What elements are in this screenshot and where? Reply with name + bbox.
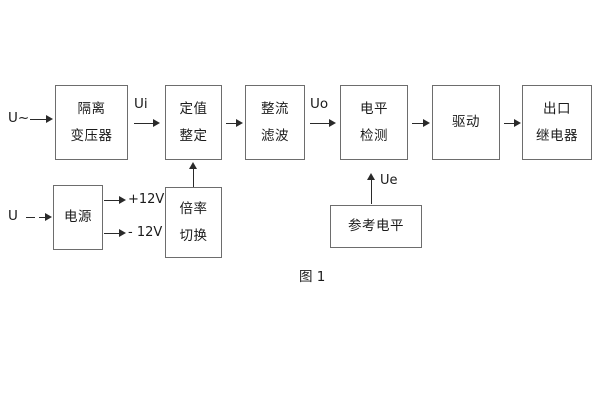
input-label-u-dc: U	[8, 208, 18, 224]
block-line: 电平	[360, 100, 388, 117]
block-line: 出口	[543, 100, 571, 117]
block-line: 电源	[64, 209, 92, 226]
connector-setting-to-rectify	[226, 123, 238, 124]
connector-reference-to-level	[371, 180, 372, 204]
block-setting-value: 定值 整定	[165, 85, 222, 160]
connector-u-dc-dash	[26, 217, 35, 218]
block-line: 变压器	[70, 128, 113, 144]
arrowhead-power-negative	[119, 229, 126, 237]
block-line: 参考电平	[348, 218, 404, 235]
block-reference-level: 参考电平	[330, 205, 422, 248]
figure-caption: 图 1	[299, 269, 326, 285]
block-level-detection: 电平 检测	[340, 85, 408, 160]
arrowhead-level-to-drive	[423, 119, 430, 127]
arrowhead-u-ac-to-isolation	[46, 115, 53, 123]
label-supply-negative: - 12V	[128, 225, 163, 240]
block-output-relay: 出口 继电器	[522, 85, 592, 160]
arrowhead-power-positive	[119, 196, 126, 204]
signal-label-uo: Uo	[310, 96, 329, 112]
block-line: 驱动	[452, 114, 480, 131]
connector-power-positive	[104, 200, 120, 201]
arrowhead-multiplier-to-setting	[189, 162, 197, 169]
block-line: 检测	[360, 128, 388, 144]
arrowhead-isolation-to-setting	[153, 119, 160, 127]
arrowhead-reference-to-level	[367, 173, 375, 180]
block-line: 隔离	[77, 100, 106, 117]
connector-power-negative	[104, 233, 120, 234]
arrowhead-setting-to-rectify	[236, 119, 243, 127]
block-isolation-transformer: 隔离 变压器	[55, 85, 128, 160]
input-label-u-ac: U~	[8, 110, 30, 126]
arrowhead-drive-to-relay	[514, 119, 521, 127]
signal-label-ui: Ui	[134, 96, 148, 112]
arrowhead-rectify-to-level	[329, 119, 336, 127]
signal-label-ue: Ue	[380, 173, 398, 188]
block-power-supply: 电源	[53, 185, 103, 250]
connector-drive-to-relay	[504, 123, 517, 124]
block-line: 继电器	[536, 128, 578, 144]
block-rectify-filter: 整流 滤波	[245, 85, 305, 160]
block-line: 倍率	[179, 200, 208, 217]
arrowhead-u-dc-to-power	[45, 213, 52, 221]
block-line: 整流	[261, 100, 289, 117]
block-drive: 驱动	[432, 85, 500, 160]
connector-rectify-to-level	[310, 123, 330, 124]
block-line: 切换	[179, 228, 208, 244]
connector-u-dc-to-power	[39, 217, 46, 218]
block-line: 滤波	[261, 128, 289, 144]
connector-multiplier-to-setting	[193, 169, 194, 187]
connector-isolation-to-setting	[134, 123, 154, 124]
connector-level-to-drive	[412, 123, 425, 124]
block-line: 定值	[179, 100, 208, 117]
label-supply-positive: +12V	[128, 192, 165, 207]
connector-u-ac-to-isolation	[30, 119, 47, 120]
block-multiplier-switch: 倍率 切换	[165, 187, 222, 258]
block-line: 整定	[179, 128, 208, 144]
